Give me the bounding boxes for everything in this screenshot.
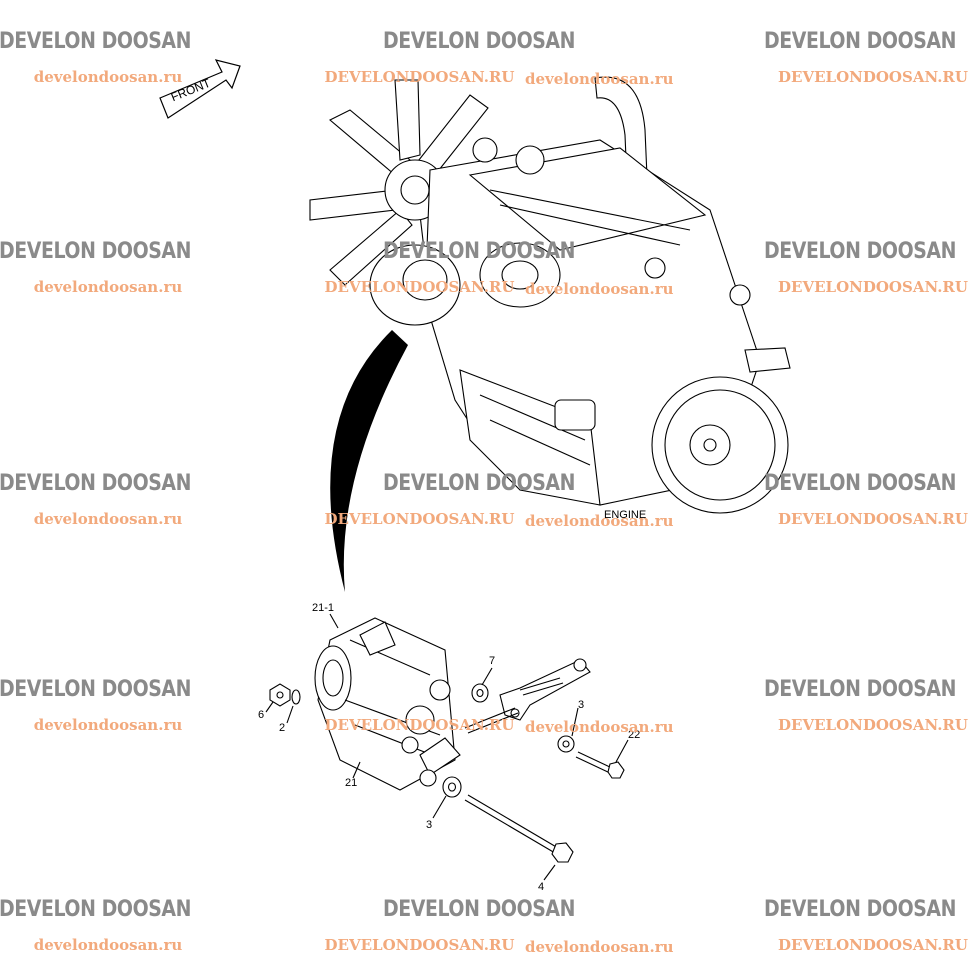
watermark: DEVELON DOOSAN DEVELONDOOSAN.RU [325, 26, 597, 87]
engine-label: ENGINE [604, 509, 647, 521]
callout-4: 4 [538, 881, 545, 893]
watermark-site: DEVELONDOOSAN.RU [778, 68, 968, 86]
watermark-brand: DEVELON DOOSAN [383, 470, 576, 496]
watermark-brand: DEVELON DOOSAN [764, 676, 957, 702]
watermark-site: DEVELONDOOSAN.RU [778, 936, 968, 954]
callout-21-1: 21-1 [312, 602, 335, 614]
watermark: DEVELON DOOSAN develondoosan.ru [0, 674, 213, 735]
watermark-site: develondoosan.ru [525, 718, 674, 736]
watermark-site: develondoosan.ru [33, 936, 183, 954]
watermark-brand: DEVELON DOOSAN [764, 28, 957, 54]
engine-drawing [309, 76, 791, 514]
watermark: DEVELON DOOSAN DEVELONDOOSAN.RU [764, 894, 978, 955]
watermark: DEVELON DOOSAN DEVELONDOOSAN.RU [325, 894, 597, 955]
watermark-site: develondoosan.ru [33, 510, 183, 528]
watermark-brand: DEVELON DOOSAN [764, 238, 957, 264]
watermark-site: develondoosan.ru [33, 278, 183, 296]
watermark-brand: DEVELON DOOSAN [0, 676, 192, 702]
watermark-site: DEVELONDOOSAN.RU [324, 278, 515, 296]
watermark: DEVELON DOOSAN DEVELONDOOSAN.RU [764, 26, 978, 87]
watermark-brand: DEVELON DOOSAN [0, 28, 192, 54]
callout-21: 21 [345, 777, 358, 789]
watermark-brand: DEVELON DOOSAN [383, 896, 576, 922]
watermark-site: develondoosan.ru [33, 68, 183, 86]
watermark-site: DEVELONDOOSAN.RU [324, 510, 515, 528]
watermark-brand: DEVELON DOOSAN [764, 896, 957, 922]
alternator-drawing [314, 617, 461, 791]
watermark: DEVELONDOOSAN.RU [325, 674, 597, 734]
watermark-site: develondoosan.ru [525, 280, 674, 298]
hardware-drawing [265, 613, 629, 881]
watermark-site: DEVELONDOOSAN.RU [324, 716, 515, 734]
watermark: DEVELON DOOSAN develondoosan.ru [0, 894, 213, 955]
watermark-site: develondoosan.ru [33, 716, 183, 734]
watermark: DEVELON DOOSAN DEVELONDOOSAN.RU [764, 236, 978, 297]
watermark: DEVELON DOOSAN DEVELONDOOSAN.RU [325, 468, 597, 529]
front-arrow-icon [159, 59, 241, 119]
watermark: DEVELON DOOSAN DEVELONDOOSAN.RU [764, 674, 978, 735]
watermark-brand: DEVELON DOOSAN [764, 470, 957, 496]
watermark: DEVELON DOOSAN DEVELONDOOSAN.RU [764, 468, 978, 529]
watermark-brand: DEVELON DOOSAN [383, 28, 576, 54]
reference-pointer [330, 330, 408, 592]
watermark: DEVELON DOOSAN DEVELONDOOSAN.RU [325, 236, 597, 297]
watermark-site: DEVELONDOOSAN.RU [324, 936, 515, 954]
watermark: DEVELON DOOSAN develondoosan.ru [0, 236, 213, 297]
watermark-brand: DEVELON DOOSAN [0, 238, 192, 264]
callout-3-lower: 3 [426, 819, 433, 831]
watermark-site: DEVELONDOOSAN.RU [778, 716, 968, 734]
watermark-site: DEVELONDOOSAN.RU [778, 278, 968, 296]
callout-3-upper: 3 [578, 699, 585, 711]
watermark-brand: DEVELON DOOSAN [0, 470, 192, 496]
watermark-brand: DEVELON DOOSAN [0, 896, 192, 922]
watermark-site: DEVELONDOOSAN.RU [778, 510, 968, 528]
callout-22: 22 [628, 729, 641, 741]
watermark: DEVELON DOOSAN develondoosan.ru [0, 26, 213, 87]
watermark-site: develondoosan.ru [525, 512, 674, 530]
callout-7: 7 [489, 655, 496, 667]
watermark-site: develondoosan.ru [525, 70, 674, 88]
callout-6: 6 [258, 709, 265, 721]
watermark-site: develondoosan.ru [525, 938, 674, 956]
watermark-brand: DEVELON DOOSAN [383, 238, 576, 264]
watermark: DEVELON DOOSAN develondoosan.ru [0, 468, 213, 529]
callout-2: 2 [279, 722, 286, 734]
watermark-site: DEVELONDOOSAN.RU [324, 68, 515, 86]
